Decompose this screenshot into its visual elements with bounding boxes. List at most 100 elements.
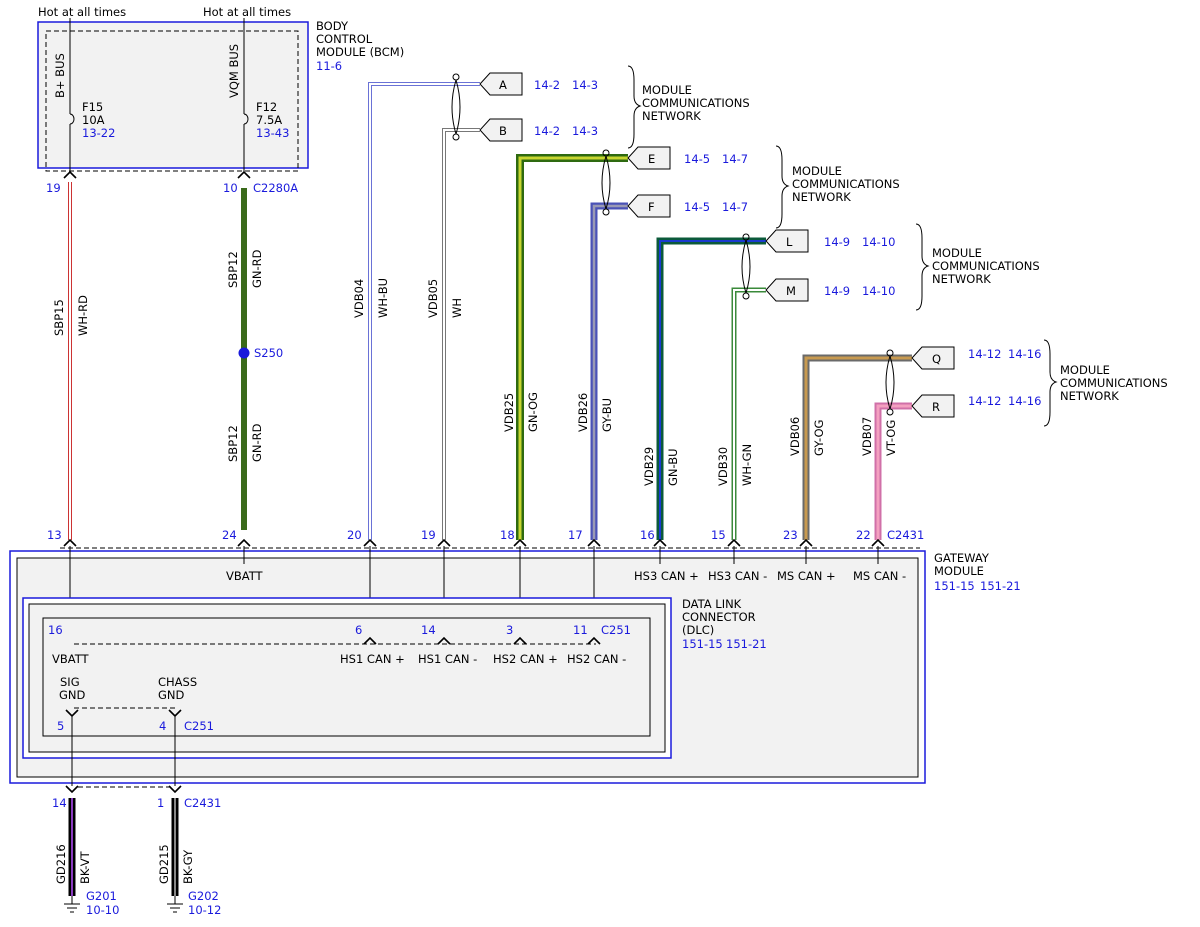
twist-lm bbox=[741, 233, 751, 300]
bcm-connector-c2280a: C2280A bbox=[253, 181, 298, 195]
bcm-module bbox=[37, 21, 309, 172]
svg-text:VBATT: VBATT bbox=[52, 652, 90, 666]
vdb29-circuit: VDB29 bbox=[642, 447, 656, 486]
offpage-connector-e: E 14-5 14-7 bbox=[627, 146, 748, 170]
svg-text:DATA LINK: DATA LINK bbox=[682, 597, 742, 611]
vdb04-circuit: VDB04 bbox=[352, 279, 366, 318]
svg-text:151-21: 151-21 bbox=[980, 579, 1021, 593]
wire-vdb30 bbox=[731, 287, 766, 540]
svg-text:15: 15 bbox=[711, 528, 726, 542]
wire-vdb29 bbox=[656, 237, 766, 540]
twist-ef bbox=[601, 149, 611, 216]
svg-text:COMMUNICATIONS: COMMUNICATIONS bbox=[792, 177, 900, 191]
splice-s250-label: S250 bbox=[254, 346, 283, 360]
wire-vdb04 bbox=[368, 82, 480, 540]
gateway-title: GATEWAY MODULE 151-15 151-21 bbox=[934, 551, 1021, 593]
svg-text:7.5A: 7.5A bbox=[256, 113, 282, 127]
gd216-circuit: GD216 bbox=[54, 844, 68, 884]
dlc-gnd-pins: 5 4 C251 bbox=[57, 719, 214, 733]
svg-text:BODY: BODY bbox=[316, 19, 349, 33]
svg-text:CONNECTOR: CONNECTOR bbox=[682, 610, 756, 624]
twist-qr bbox=[885, 349, 895, 416]
vdb05-circuit: VDB05 bbox=[426, 279, 440, 318]
svg-text:14-7: 14-7 bbox=[722, 200, 748, 214]
svg-text:NETWORK: NETWORK bbox=[1060, 389, 1119, 403]
svg-text:16: 16 bbox=[48, 623, 63, 637]
svg-text:3: 3 bbox=[506, 623, 513, 637]
wire-vdb05 bbox=[442, 128, 480, 540]
ground-symbol-g202 bbox=[167, 896, 183, 913]
sbp12-bot-circuit: SBP12 bbox=[226, 425, 240, 462]
svg-text:14-2: 14-2 bbox=[534, 78, 560, 92]
svg-text:18: 18 bbox=[500, 528, 515, 542]
ground-pin-1: 1 bbox=[157, 796, 164, 810]
svg-text:B: B bbox=[499, 124, 507, 138]
ground-symbol-g201 bbox=[64, 896, 80, 913]
vdb30-color: WH-GN bbox=[740, 444, 754, 486]
svg-text:14-10: 14-10 bbox=[862, 284, 895, 298]
svg-text:14-12: 14-12 bbox=[968, 347, 1001, 361]
svg-text:SIG: SIG bbox=[60, 675, 80, 689]
gateway-vbatt: VBATT bbox=[226, 569, 264, 583]
svg-text:6: 6 bbox=[355, 623, 362, 637]
svg-text:NETWORK: NETWORK bbox=[792, 190, 851, 204]
offpage-connector-f: F 14-5 14-7 bbox=[627, 194, 748, 218]
dlc-title: DATA LINK CONNECTOR (DLC) 151-15 151-21 bbox=[682, 597, 767, 651]
gd216-color: BK-VT bbox=[78, 850, 92, 884]
svg-text:11: 11 bbox=[573, 623, 588, 637]
svg-text:14-7: 14-7 bbox=[722, 152, 748, 166]
bcm-connector-arrows bbox=[63, 170, 251, 179]
svg-text:HS1 CAN +: HS1 CAN + bbox=[340, 652, 405, 666]
ground-pin-arrows bbox=[65, 785, 182, 794]
svg-text:5: 5 bbox=[57, 719, 64, 733]
sbp12-top-circuit: SBP12 bbox=[226, 251, 240, 288]
svg-text:14: 14 bbox=[421, 623, 436, 637]
vdb06-color: GY-OG bbox=[812, 420, 826, 456]
svg-text:22: 22 bbox=[856, 528, 871, 542]
svg-text:14-12: 14-12 bbox=[968, 394, 1001, 408]
sbp15-circuit: SBP15 bbox=[52, 299, 66, 336]
g201-ref: 10-10 bbox=[86, 903, 119, 917]
vdb06-circuit: VDB06 bbox=[788, 417, 802, 456]
wire-vdb06 bbox=[802, 354, 912, 540]
svg-text:MODULE: MODULE bbox=[932, 246, 982, 260]
gd215-circuit: GD215 bbox=[157, 844, 171, 884]
vdb29-color: GN-BU bbox=[666, 448, 680, 486]
dlc-pin-arrows bbox=[363, 636, 601, 645]
sbp12-top-color: GN-RD bbox=[250, 249, 264, 288]
svg-text:GND: GND bbox=[59, 688, 86, 702]
g202-label: G202 bbox=[188, 889, 219, 903]
svg-text:16: 16 bbox=[640, 528, 655, 542]
gateway-ms-can-plus: MS CAN + bbox=[777, 569, 836, 583]
bcm-title: BODY CONTROL MODULE (BCM) 11-6 bbox=[316, 19, 404, 73]
svg-text:MODULE: MODULE bbox=[934, 564, 984, 578]
svg-text:COMMUNICATIONS: COMMUNICATIONS bbox=[1060, 376, 1168, 390]
offpage-connector-l: L 14-9 14-10 bbox=[765, 229, 895, 253]
svg-text:GATEWAY: GATEWAY bbox=[934, 551, 990, 565]
vdb25-color: GN-OG bbox=[526, 392, 540, 432]
svg-text:E: E bbox=[648, 152, 655, 166]
svg-text:A: A bbox=[499, 78, 507, 92]
sbp15-color: WH-RD bbox=[76, 295, 90, 336]
dlc-pins: 16 6 14 3 11 C251 bbox=[48, 623, 631, 637]
svg-text:14-10: 14-10 bbox=[862, 235, 895, 249]
bcm-pin-19: 19 bbox=[46, 181, 61, 195]
dlc-gnd-labels: SIG GND CHASS GND bbox=[59, 675, 197, 702]
bcm-ref: 11-6 bbox=[316, 59, 342, 73]
svg-text:MODULE: MODULE bbox=[642, 83, 692, 97]
offpage-connector-r: R 14-12 14-16 bbox=[911, 394, 1041, 418]
twist-ab bbox=[451, 73, 461, 141]
svg-text:14-3: 14-3 bbox=[572, 124, 598, 138]
vdb26-circuit: VDB26 bbox=[576, 393, 590, 432]
svg-text:L: L bbox=[786, 235, 793, 249]
svg-text:M: M bbox=[786, 284, 796, 298]
vdb07-color: VT-OG bbox=[884, 420, 898, 456]
svg-text:13-22: 13-22 bbox=[82, 126, 115, 140]
network-bracket-4: MODULE COMMUNICATIONS NETWORK bbox=[1043, 339, 1168, 427]
offpage-connector-q: Q 14-12 14-16 bbox=[911, 346, 1041, 370]
svg-text:14-3: 14-3 bbox=[572, 78, 598, 92]
g201-label: G201 bbox=[86, 889, 117, 903]
ground-connector-c2431: C2431 bbox=[184, 796, 221, 810]
svg-text:17: 17 bbox=[568, 528, 583, 542]
